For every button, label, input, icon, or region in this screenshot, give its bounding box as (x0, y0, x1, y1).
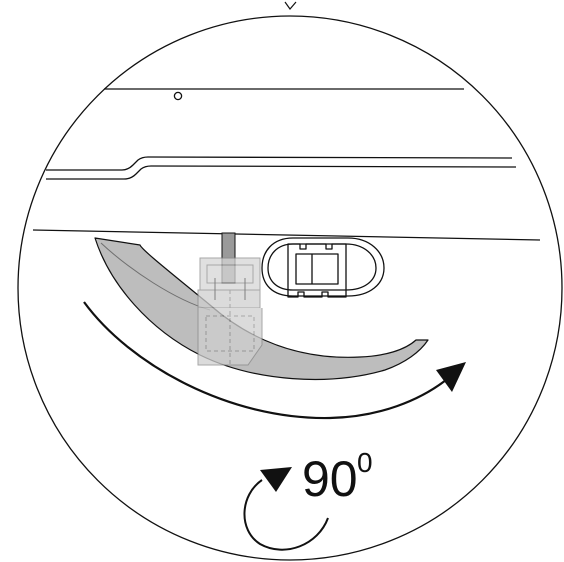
roof-bar-profile (261, 237, 385, 298)
roof-profile-line-bottom (46, 165, 517, 180)
sweep-arrow-curve (83, 301, 447, 420)
rotation-angle-degree: 0 (357, 447, 373, 478)
rail-edge-line (32, 229, 541, 241)
rotation-arrow-head (260, 467, 292, 492)
sweep-arrow-head (436, 362, 466, 392)
rotation-angle-label: 90 (302, 451, 358, 507)
ghost-clamp (197, 257, 263, 366)
screw-hole (173, 91, 183, 101)
top-tick-mark (284, 1, 297, 10)
roof-profile-line-top (46, 156, 513, 171)
detail-circle (17, 15, 563, 561)
rotation-arrow-curve (243, 479, 329, 551)
